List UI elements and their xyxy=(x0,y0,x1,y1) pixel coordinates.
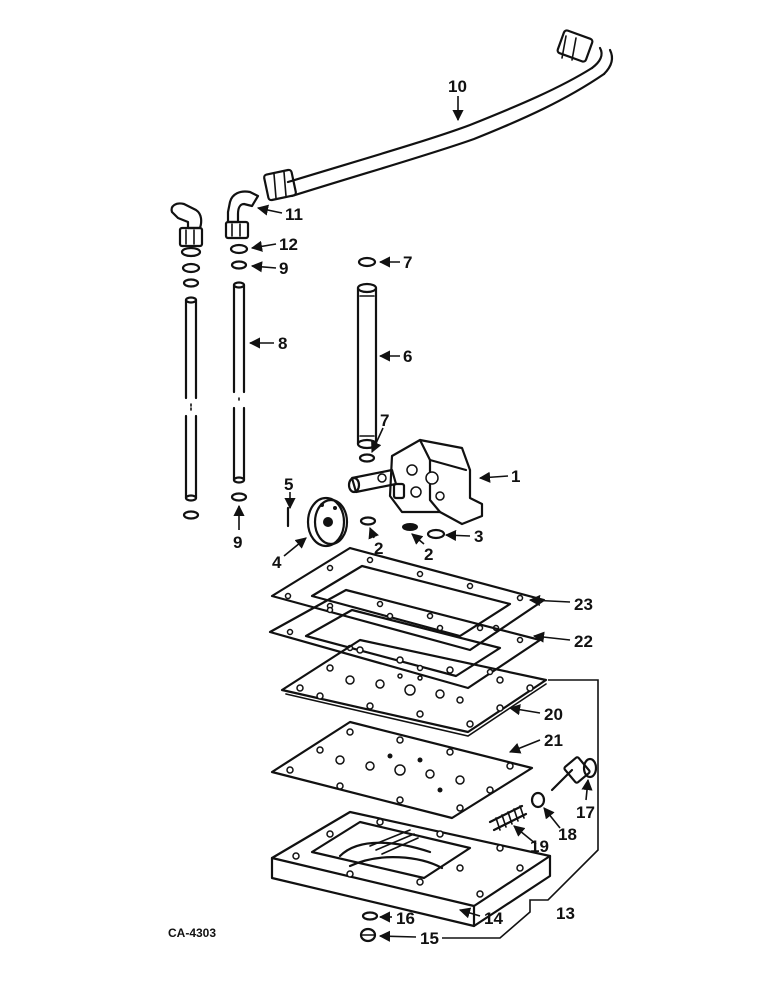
callout-7-top: 7 xyxy=(403,253,412,272)
tube-start-nut xyxy=(263,168,297,202)
callout-11: 11 xyxy=(285,205,303,224)
left-tube xyxy=(184,296,198,502)
gasket-23 xyxy=(270,546,546,652)
callout-14: 14 xyxy=(484,909,503,928)
callout-2-a: 2 xyxy=(374,539,383,558)
bracket-13 xyxy=(442,679,599,939)
callout-20: 20 xyxy=(544,705,563,724)
plate-20 xyxy=(280,638,548,737)
callout-5: 5 xyxy=(284,475,293,494)
callout-12: 12 xyxy=(279,235,298,254)
callout-18: 18 xyxy=(558,825,577,844)
callout-1: 1 xyxy=(511,467,520,486)
callout-19: 19 xyxy=(530,837,549,856)
callout-16: 16 xyxy=(396,909,415,928)
plate-21 xyxy=(270,720,534,820)
tube-8 xyxy=(232,281,246,484)
callout-4: 4 xyxy=(272,553,282,572)
gasket-22 xyxy=(268,588,542,690)
callout-15: 15 xyxy=(420,929,439,948)
callout-7-lower: 7 xyxy=(380,411,389,430)
leader-lines xyxy=(233,96,593,942)
o-ring-18 xyxy=(530,791,546,809)
o-ring-2b xyxy=(402,523,418,531)
diagram-code: CA-4303 xyxy=(168,926,216,940)
callout-6: 6 xyxy=(403,347,412,366)
o-ring-16 xyxy=(361,911,379,921)
left-o-ring-bottom xyxy=(182,510,200,520)
o-ring-9-bottom xyxy=(230,492,248,502)
callout-17: 17 xyxy=(576,803,595,822)
disc-4 xyxy=(306,496,349,548)
o-ring-12 xyxy=(229,243,249,255)
left-o-ring-top-b xyxy=(182,278,200,288)
plug-17 xyxy=(550,756,598,792)
spring-19 xyxy=(488,804,528,832)
left-o-ring-top-a xyxy=(181,262,201,274)
o-ring-9-top xyxy=(230,260,248,270)
callout-22: 22 xyxy=(574,632,593,651)
callouts: 10 11 12 9 7 6 8 7 1 5 9 4 2 2 3 23 22 2… xyxy=(168,77,595,948)
valve-housing-14 xyxy=(270,810,552,928)
callout-3: 3 xyxy=(474,527,483,546)
tube-6 xyxy=(356,256,378,463)
plug-15 xyxy=(359,927,377,943)
callout-9-top: 9 xyxy=(279,259,288,278)
callout-8: 8 xyxy=(278,334,287,353)
callout-13: 13 xyxy=(556,904,575,923)
tube-assembly xyxy=(263,29,614,202)
callout-10: 10 xyxy=(448,77,467,96)
callout-21: 21 xyxy=(544,731,563,750)
o-ring-2a xyxy=(359,516,377,526)
valve-body xyxy=(347,438,484,526)
tube-end-nut xyxy=(556,29,594,63)
o-ring-3 xyxy=(426,528,446,540)
callout-9-bottom: 9 xyxy=(233,533,242,552)
callout-2-b: 2 xyxy=(424,545,433,564)
left-elbow-fitting xyxy=(170,202,204,258)
elbow-fitting xyxy=(224,190,260,240)
callout-23: 23 xyxy=(574,595,593,614)
